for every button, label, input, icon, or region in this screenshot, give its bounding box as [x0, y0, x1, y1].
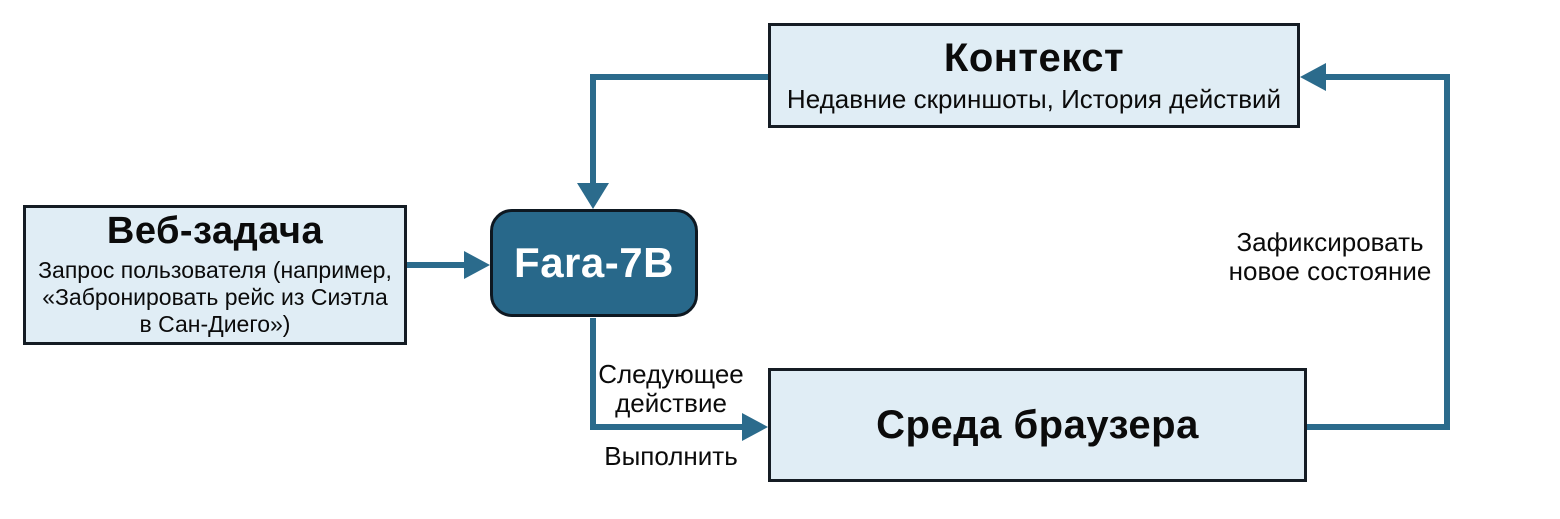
context-title: Контекст: [943, 36, 1125, 81]
context-to-fara-line-vertical: [590, 74, 596, 184]
context-subtitle: Недавние скриншоты, История действий: [786, 84, 1282, 115]
browser-to-context-arrowhead-icon: [1300, 63, 1326, 91]
browser-to-context-line-vertical: [1444, 74, 1450, 430]
next-action-label: Следующее действие: [598, 359, 744, 419]
context-to-fara-arrowhead-icon: [577, 183, 609, 209]
browser-to-context-line-top: [1326, 74, 1450, 80]
browser-to-context-line-bottom: [1307, 424, 1450, 430]
execute-label: Выполнить: [604, 441, 738, 471]
fara-to-browser-line-horizontal: [590, 424, 742, 430]
context-box: Контекст Недавние скриншоты, История дей…: [768, 23, 1300, 128]
web-task-subtitle: Запрос пользователя (например, «Забронир…: [38, 257, 392, 338]
fara-to-browser-arrowhead-icon: [742, 413, 768, 441]
browser-environment-title: Среда браузера: [876, 403, 1199, 447]
web-task-box: Веб-задача Запрос пользователя (например…: [23, 205, 407, 345]
web-task-title: Веб-задача: [106, 210, 324, 253]
fara-to-browser-line-vertical: [590, 318, 596, 427]
webtask-to-fara-line: [407, 262, 465, 268]
capture-new-state-label: Зафиксировать новое состояние: [1228, 227, 1432, 287]
webtask-to-fara-arrowhead-icon: [464, 251, 490, 279]
browser-environment-box: Среда браузера: [768, 368, 1307, 482]
context-to-fara-line-horizontal: [593, 74, 768, 80]
fara-model-box: Fara-7B: [490, 209, 698, 317]
fara-model-label: Fara-7B: [514, 239, 674, 286]
